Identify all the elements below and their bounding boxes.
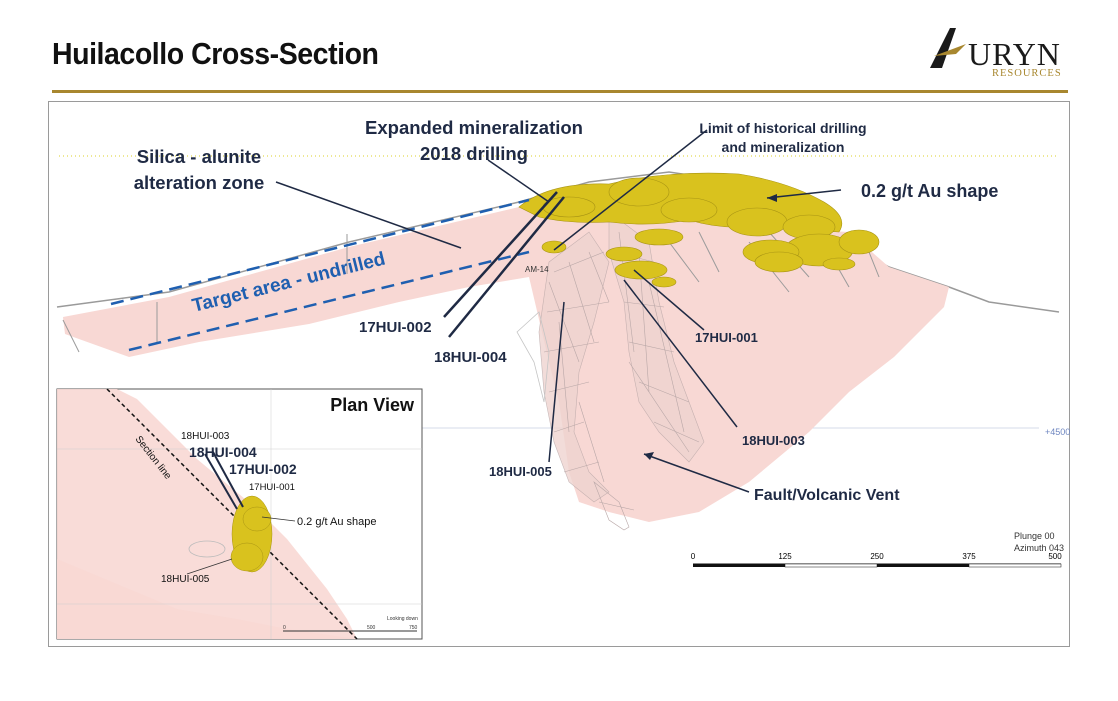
scale-tick: 125: [778, 552, 792, 561]
hole-17hui001-label: 17HUI-001: [695, 330, 758, 345]
plan-scale-tick: 0: [283, 625, 286, 631]
silica-alunite-label: Silica - alunite: [137, 146, 261, 167]
fault-arrow-icon: [644, 452, 654, 460]
scale-tick: 250: [870, 552, 884, 561]
page-title: Huilacollo Cross-Section: [52, 36, 379, 71]
plan-hole-17hui002: 17HUI-002: [229, 461, 297, 477]
scale-tick: 375: [962, 552, 976, 561]
au-arrow-icon: [767, 194, 777, 202]
hole-17hui002-label: 17HUI-002: [359, 319, 432, 336]
hole-18hui003-label: 18HUI-003: [742, 433, 805, 448]
alteration-zone-label: alteration zone: [134, 172, 265, 193]
hole-am14-label: AM-14: [525, 265, 549, 274]
drill-hole-traces: [443, 191, 565, 338]
plan-scale-tick: 500: [367, 625, 376, 631]
section-line: [106, 388, 358, 640]
plan-view-title: Plan View: [330, 395, 415, 415]
limit-historical-label: Limit of historical drilling: [699, 120, 866, 136]
au-shape-label: 0.2 g/t Au shape: [861, 181, 998, 201]
elevation-label: +4500: [1045, 427, 1070, 437]
scale-tick: 0: [691, 552, 696, 561]
gold-mineralization-shape: [518, 172, 880, 288]
hole-18hui004-label: 18HUI-004: [434, 349, 507, 366]
plan-hole-18hui004: 18HUI-004: [189, 444, 257, 460]
logo-wordmark: URYN: [968, 36, 1061, 72]
target-area-outline: [110, 198, 530, 352]
title-divider: [52, 90, 1068, 93]
scale-tick: 500: [1048, 552, 1062, 561]
scale-bar: 0 125 250 375 500: [691, 552, 1062, 568]
drilling-2018-label: 2018 drilling: [420, 143, 528, 164]
plan-view-inset: Plan View 18HUI-003 18HUI-004 17HUI-002 …: [56, 388, 423, 640]
logo-subtitle: RESOURCES: [992, 68, 1062, 79]
fault-vent-label: Fault/Volcanic Vent: [754, 487, 900, 504]
leader-lines: [275, 129, 842, 493]
hole-18hui005-label: 18HUI-005: [489, 464, 552, 479]
plan-hole-18hui003: 18HUI-003: [181, 431, 230, 442]
plan-scale-tick: 750: [409, 625, 418, 631]
cross-section-diagram: Target area - undrilled Expanded mineral…: [56, 117, 1070, 640]
limit-mineralization-label: and mineralization: [722, 139, 845, 155]
grey-mesh: [516, 311, 550, 403]
expanded-mineralization-label: Expanded mineralization: [365, 117, 583, 138]
alteration-zone: [63, 180, 949, 522]
plan-hole-17hui001: 17HUI-001: [249, 482, 295, 493]
plunge-label: Plunge 00: [1014, 531, 1055, 541]
plan-looking-label: Looking down: [387, 616, 418, 622]
plan-au-shape-label: 0.2 g/t Au shape: [297, 516, 377, 528]
logo-mark-icon: [930, 28, 966, 68]
azimuth-label: Azimuth 043: [1014, 543, 1064, 553]
cross-section-panel: Target area - undrilled Expanded mineral…: [48, 101, 1070, 647]
plan-hole-18hui005: 18HUI-005: [161, 574, 210, 585]
